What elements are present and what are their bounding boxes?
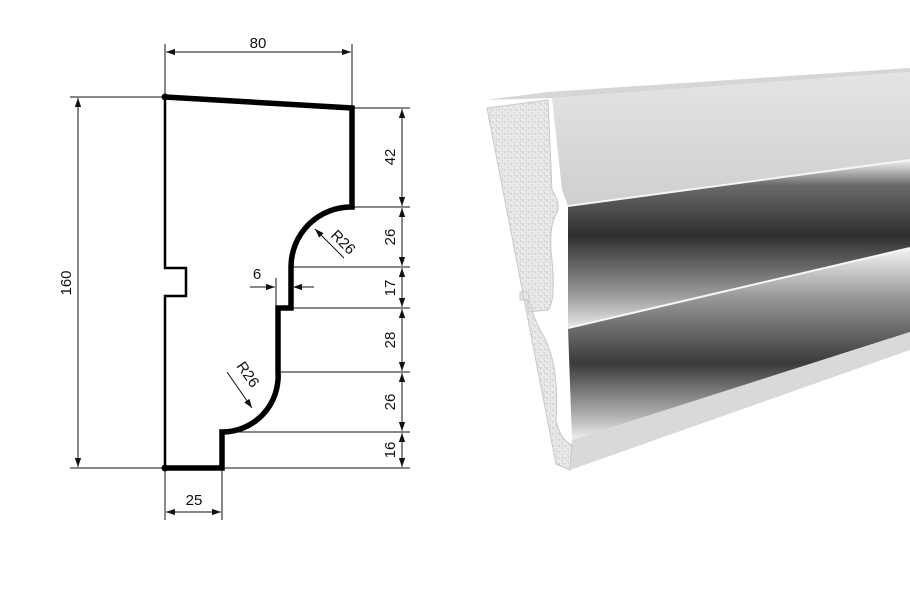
radius-upper-leader	[314, 228, 345, 259]
width-label: 80	[250, 35, 267, 52]
segment-label: 28	[382, 332, 399, 349]
dimension-width	[164, 44, 353, 106]
molding-render	[485, 68, 910, 471]
segment-label: 42	[382, 149, 399, 166]
dimension-height	[70, 96, 163, 469]
dimension-step	[250, 278, 314, 306]
segment-label: 26	[382, 394, 399, 411]
profile-outline	[161, 93, 355, 472]
base-label: 25	[186, 492, 203, 509]
step-label: 6	[253, 266, 261, 283]
radius-upper-label: R26	[327, 227, 358, 258]
end-cap-texture	[486, 99, 573, 471]
segment-label: 16	[382, 442, 399, 459]
dimension-chain	[224, 107, 410, 469]
segment-label: 17	[382, 280, 399, 297]
radius-lower-leader	[226, 371, 253, 409]
dimension-base	[164, 470, 223, 520]
height-label: 160	[58, 270, 75, 295]
segment-label: 26	[382, 229, 399, 246]
